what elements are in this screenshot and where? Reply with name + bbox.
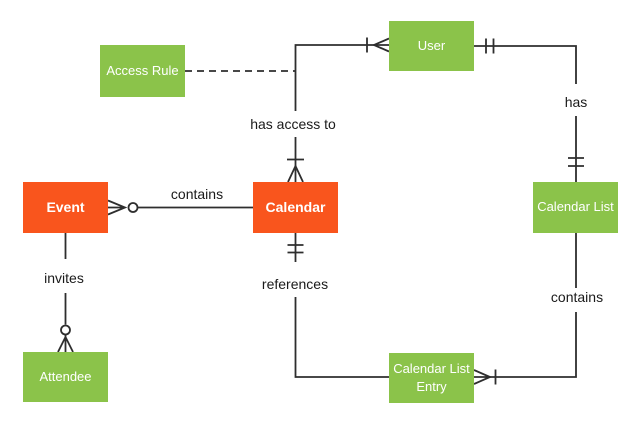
entity-user: User <box>389 21 474 71</box>
crow-foot-many-icon <box>57 334 74 353</box>
entity-label: Access Rule <box>106 62 179 78</box>
entity-access-rule: Access Rule <box>100 45 185 97</box>
connector-contains-event-calendar <box>107 199 253 216</box>
entity-label: User <box>417 37 446 53</box>
crow-foot-one-many-icon <box>366 37 390 53</box>
entity-label: Calendar <box>265 198 326 215</box>
cardinality-one-one-icon <box>485 38 495 54</box>
cardinality-one-one-icon <box>568 157 584 167</box>
connector-has-access-to <box>287 37 390 183</box>
connector-invites <box>57 233 74 353</box>
relationship-label-contains-list: contains <box>547 289 607 305</box>
entity-event: Event <box>23 182 108 233</box>
entity-attendee: Attendee <box>23 352 108 402</box>
entity-calendar-list: Calendar List <box>533 182 618 233</box>
entity-calendar-list-entry: Calendar List Entry <box>389 353 474 403</box>
entity-label: Calendar List Entry <box>393 360 470 394</box>
entity-label: Calendar List <box>537 199 614 215</box>
cardinality-zero-circle-icon <box>60 324 71 336</box>
relationship-label-has: has <box>561 94 591 110</box>
cardinality-zero-circle-icon <box>127 202 139 213</box>
relationship-label-has-access-to: has access to <box>247 116 339 132</box>
entity-label: Event <box>46 198 85 215</box>
relationship-label-invites: invites <box>41 270 87 286</box>
connector-contains-list <box>473 233 577 385</box>
entity-label: Attendee <box>39 368 92 384</box>
entity-calendar: Calendar <box>253 182 338 233</box>
cardinality-one-one-icon <box>287 244 304 254</box>
relationship-label-contains-event: contains <box>167 186 227 202</box>
connector-references <box>287 233 389 378</box>
crow-foot-many-icon <box>107 199 128 216</box>
connector-has <box>474 38 584 182</box>
relationship-label-references: references <box>258 276 332 292</box>
